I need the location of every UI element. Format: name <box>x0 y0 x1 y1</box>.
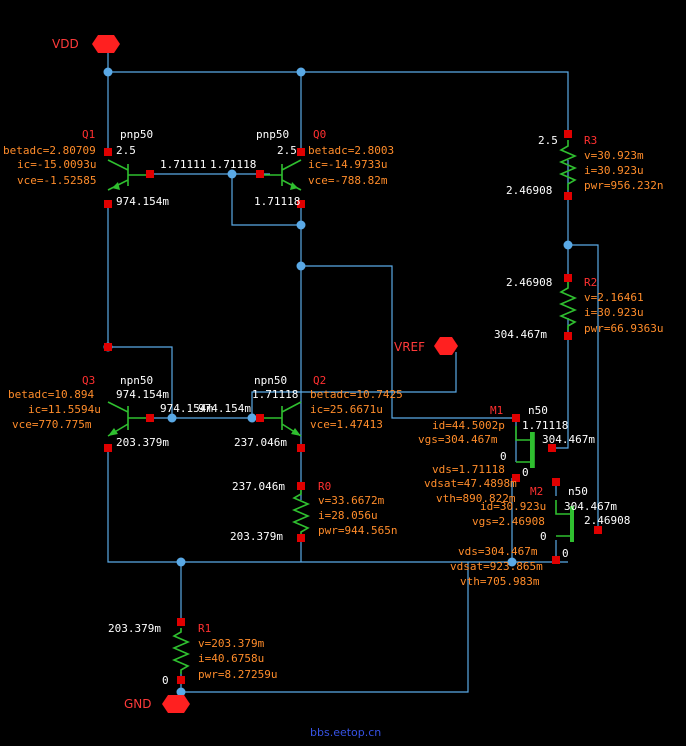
q2-vce: vce=1.47413 <box>310 418 383 431</box>
q3-vce: vce=770.775m <box>12 418 92 431</box>
q2-transistor[interactable] <box>256 401 305 452</box>
q3-betadc: betadc=10.894 <box>8 388 94 401</box>
m2-bulk-voltage: 0 <box>562 547 569 560</box>
q0-base-voltage: 1.71118 <box>210 158 256 171</box>
r2-resistor[interactable] <box>558 274 578 340</box>
m1-vdsat: vdsat=47.4898m <box>424 477 517 490</box>
r2-v: v=2.16461 <box>584 291 644 304</box>
m2-vds: vds=304.467m <box>458 545 538 558</box>
q1-transistor[interactable] <box>104 148 154 208</box>
q3-base-voltage: 974.154m <box>160 402 213 415</box>
m1-vth: vth=890.822m <box>436 492 516 505</box>
r3-pwr: pwr=956.232n <box>584 179 663 192</box>
m2-model: n50 <box>568 485 588 498</box>
m2-vth: vth=705.983m <box>460 575 540 588</box>
svg-text:VDD: VDD <box>52 37 79 51</box>
m1-bulk-voltage: 0 <box>522 466 529 479</box>
r2-pwr: pwr=66.9363u <box>584 322 663 335</box>
m1-vgs: vgs=304.467m <box>418 433 498 446</box>
q3-name: Q3 <box>82 374 95 387</box>
q0-betadc: betadc=2.8003 <box>308 144 394 157</box>
r3-v: v=30.923m <box>584 149 644 162</box>
q1-model: pnp50 <box>120 128 153 141</box>
r0-bottom-voltage: 203.379m <box>230 530 283 543</box>
m2-mosfet[interactable] <box>552 478 602 564</box>
r1-pwr: pwr=8.27259u <box>198 668 277 681</box>
q2-betadc: betadc=10.7425 <box>310 388 403 401</box>
q0-vce: vce=-788.82m <box>308 174 388 187</box>
m2-vdsat: vdsat=923.865m <box>450 560 543 573</box>
q1-name: Q1 <box>82 128 95 141</box>
q1-collector-voltage: 974.154m <box>116 195 169 208</box>
m2-name: M2 <box>530 485 543 498</box>
m1-name: M1 <box>490 404 503 417</box>
junction-dots <box>103 67 573 697</box>
vref-net-flag[interactable]: VREF <box>394 337 458 355</box>
q2-collector-voltage: 1.71118 <box>252 388 298 401</box>
m1-mosfet[interactable] <box>512 414 556 482</box>
r1-i: i=40.6758u <box>198 652 264 665</box>
gnd-net-flag[interactable]: GND <box>124 695 190 713</box>
m1-vds: vds=1.71118 <box>432 463 505 476</box>
r1-top-voltage: 203.379m <box>108 622 161 635</box>
r1-name: R1 <box>198 622 211 635</box>
q3-model: npn50 <box>120 374 153 387</box>
q0-ic: ic=-14.9733u <box>308 158 387 171</box>
r2-i: i=30.923u <box>584 306 644 319</box>
q2-name: Q2 <box>313 374 326 387</box>
m1-id: id=44.5002p <box>432 419 505 432</box>
r2-name: R2 <box>584 276 597 289</box>
q1-base-voltage: 1.71111 <box>160 158 206 171</box>
m1-drain-voltage: 1.71118 <box>522 419 568 432</box>
r0-i: i=28.056u <box>318 509 378 522</box>
r2-bottom-voltage: 304.467m <box>494 328 547 341</box>
m1-gate-voltage: 304.467m <box>542 433 595 446</box>
q3-emitter-voltage: 203.379m <box>116 436 169 449</box>
svg-text:VREF: VREF <box>394 340 425 354</box>
r0-top-voltage: 237.046m <box>232 480 285 493</box>
q0-name: Q0 <box>313 128 326 141</box>
r3-resistor[interactable] <box>558 130 578 200</box>
r0-resistor[interactable] <box>291 482 311 542</box>
q1-ic: ic=-15.0093u <box>17 158 96 171</box>
q3-transistor[interactable] <box>104 343 154 452</box>
q1-emitter-voltage: 2.5 <box>116 144 136 157</box>
r0-pwr: pwr=944.565n <box>318 524 397 537</box>
q1-betadc: betadc=2.80709 <box>3 144 96 157</box>
q2-ic: ic=25.6671u <box>310 403 383 416</box>
m1-model: n50 <box>528 404 548 417</box>
q0-emitter-voltage: 2.5 <box>277 144 297 157</box>
wires <box>107 45 599 693</box>
svg-text:GND: GND <box>124 697 152 711</box>
r2-top-voltage: 2.46908 <box>506 276 552 289</box>
m2-drain-voltage: 304.467m <box>564 500 617 513</box>
m2-gate-voltage: 2.46908 <box>584 514 630 527</box>
r1-resistor[interactable] <box>171 618 191 684</box>
q2-base-voltage: 974.154m <box>198 402 251 415</box>
r3-name: R3 <box>584 134 597 147</box>
q0-model: pnp50 <box>256 128 289 141</box>
m2-vgs: vgs=2.46908 <box>472 515 545 528</box>
m2-id: id=30.923u <box>480 500 546 513</box>
r1-bottom-voltage: 0 <box>162 674 169 687</box>
r3-i: i=30.923u <box>584 164 644 177</box>
q2-emitter-voltage: 237.046m <box>234 436 287 449</box>
r0-name: R0 <box>318 480 331 493</box>
r3-bottom-voltage: 2.46908 <box>506 184 552 197</box>
q3-collector-voltage: 974.154m <box>116 388 169 401</box>
q1-vce: vce=-1.52585 <box>17 174 96 187</box>
r3-top-voltage: 2.5 <box>538 134 558 147</box>
r0-v: v=33.6672m <box>318 494 385 507</box>
r1-v: v=203.379m <box>198 637 265 650</box>
m2-source-voltage: 0 <box>540 530 547 543</box>
q0-collector-voltage: 1.71118 <box>254 195 300 208</box>
q0-transistor[interactable] <box>256 148 305 208</box>
m1-source-voltage: 0 <box>500 450 507 463</box>
q3-ic: ic=11.5594u <box>28 403 101 416</box>
q2-model: npn50 <box>254 374 287 387</box>
watermark: bbs.eetop.cn <box>310 726 381 739</box>
vdd-net-flag[interactable]: VDD <box>52 35 120 53</box>
